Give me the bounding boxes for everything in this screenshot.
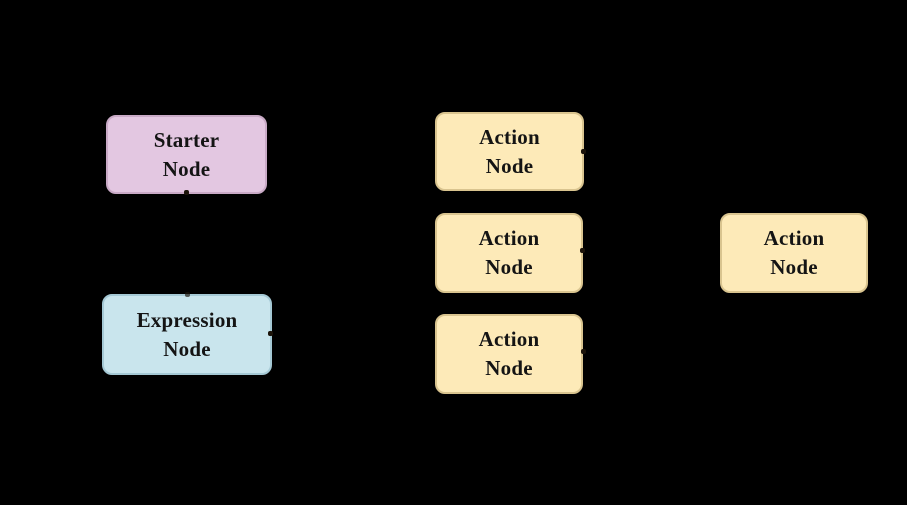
connector-dot <box>580 248 585 253</box>
action-node-3: Action Node <box>435 314 583 394</box>
expression-node: Expression Node <box>102 294 272 375</box>
action-node-right: Action Node <box>720 213 868 293</box>
action-node-2: Action Node <box>435 213 583 293</box>
connector-dot <box>184 190 189 195</box>
action-node-1: Action Node <box>435 112 584 191</box>
connector-dot <box>185 292 190 297</box>
connector-dot <box>581 349 586 354</box>
connector-dot <box>268 331 273 336</box>
starter-node: Starter Node <box>106 115 267 194</box>
connector-dot <box>581 149 586 154</box>
